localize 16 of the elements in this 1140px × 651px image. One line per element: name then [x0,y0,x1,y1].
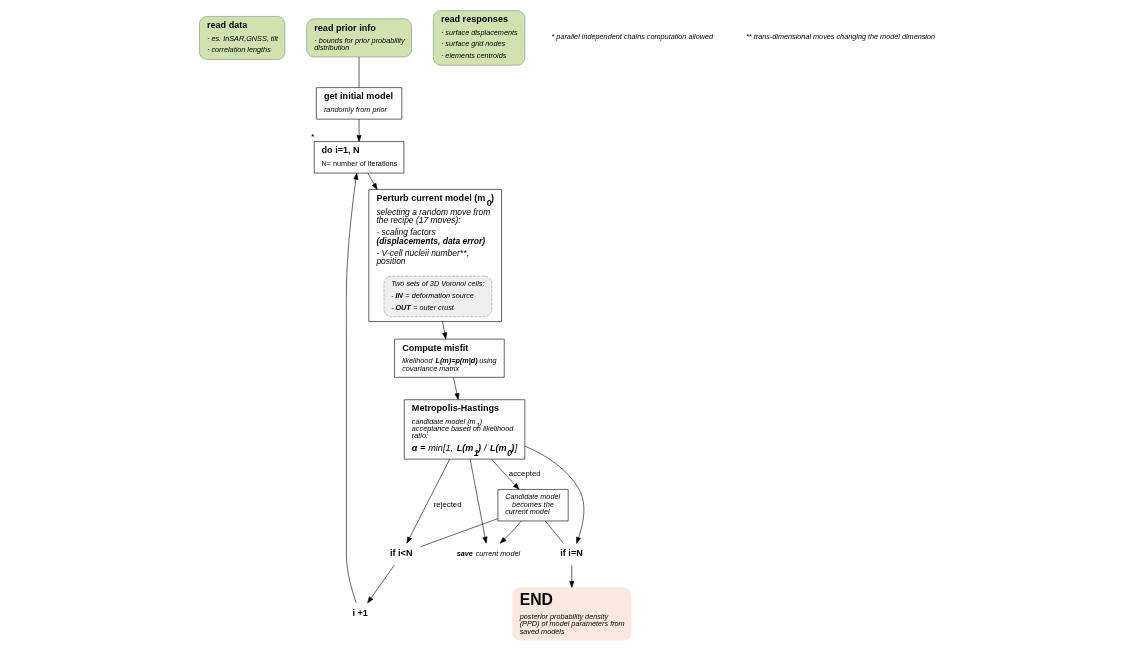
arrow [499,520,522,544]
arrow [524,445,585,544]
arrow [367,565,395,604]
connector [420,518,499,547]
arrow [453,377,460,400]
node-text: i +1 [352,607,368,618]
arrow [469,458,488,544]
arrow [356,118,362,142]
arrow [406,458,450,544]
arrow [367,172,378,190]
arrow [491,458,520,490]
arrow [442,321,448,340]
arrow [569,565,575,588]
node-text: if i<N [390,548,413,559]
arrow [346,172,359,604]
node-text: if i=N [560,548,583,559]
